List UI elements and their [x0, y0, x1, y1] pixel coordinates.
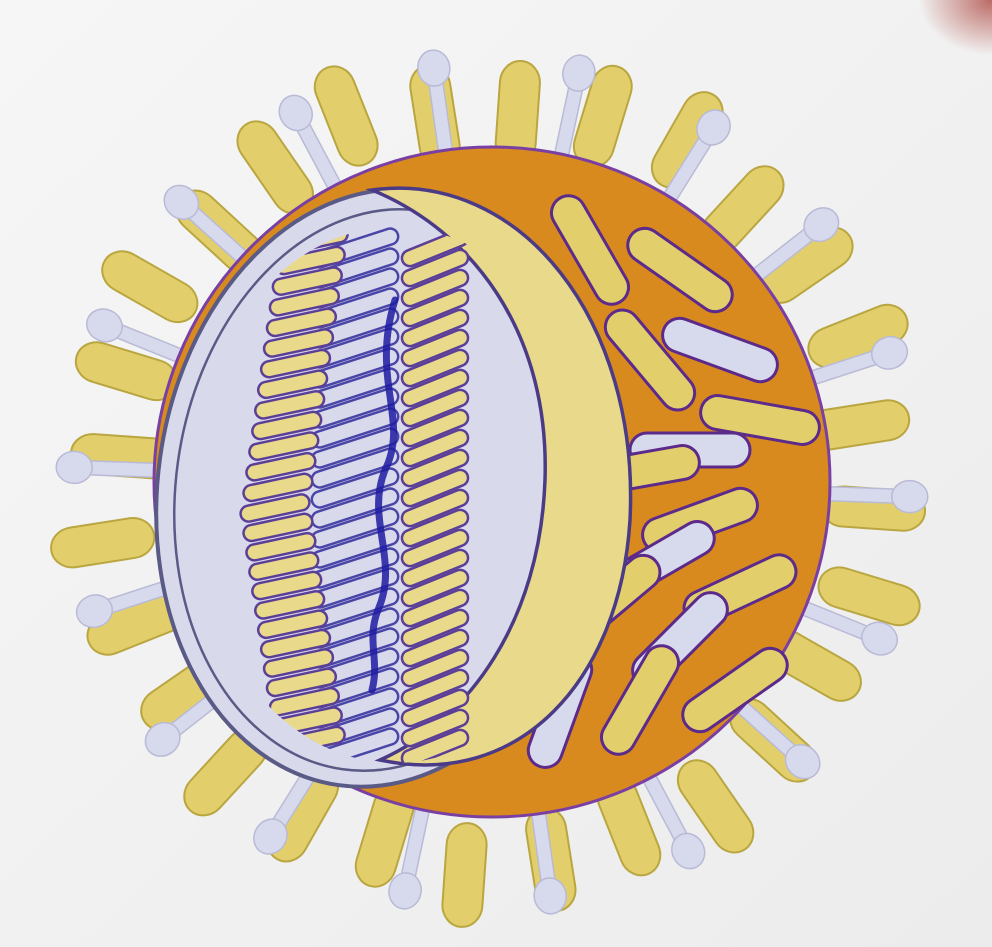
- lavender-spike-stalk: [822, 487, 902, 504]
- lavender-spike-stalk: [82, 461, 162, 478]
- lavender-spike-head: [891, 480, 928, 513]
- yellow-spike: [441, 822, 488, 929]
- yellow-spike-body: [441, 822, 488, 929]
- lavender-spike-head: [56, 451, 93, 484]
- internal-ribbons: [239, 225, 470, 770]
